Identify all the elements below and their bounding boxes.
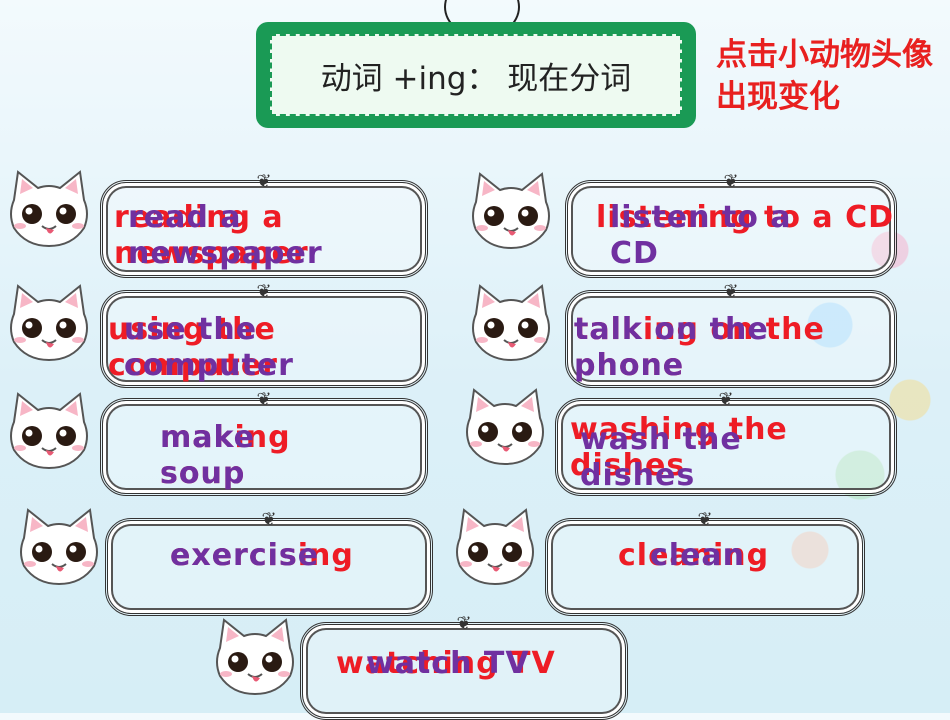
word-frame-7 — [105, 518, 433, 616]
ing-word-9: watching TV — [336, 646, 556, 681]
base-word-2: listen to a CD — [610, 200, 792, 271]
base-word-4: talk on the phone — [574, 312, 769, 383]
page-title: 动词 +ing： 现在分词 — [270, 34, 682, 116]
word-frame-6 — [555, 398, 897, 496]
cat-face-icon[interactable] — [462, 388, 548, 468]
word-frame-5 — [100, 398, 428, 496]
cat-face-icon[interactable] — [6, 284, 92, 364]
ing-word-3: using the computer — [108, 312, 278, 383]
title-box: 动词 +ing： 现在分词 — [256, 22, 696, 128]
word-frame-4 — [565, 290, 897, 388]
word-frame-1 — [100, 180, 428, 278]
cat-face-icon[interactable] — [212, 618, 298, 698]
ing-word-5: making soup — [160, 420, 291, 491]
base-word-8: clean — [650, 538, 746, 573]
cat-face-icon[interactable] — [6, 392, 92, 472]
ing-word-8: cleaning — [618, 538, 770, 573]
cat-face-icon[interactable] — [6, 170, 92, 250]
cat-face-icon[interactable] — [468, 284, 554, 364]
base-word-1: read a newspaper — [128, 200, 323, 271]
base-word-9: watch TV — [366, 646, 530, 681]
instruction-note: 点击小动物头像出现变化 — [716, 37, 933, 115]
word-frame-3 — [100, 290, 428, 388]
base-word-6: wash the dishes — [580, 422, 742, 493]
ing-word-7: exercising — [170, 538, 354, 573]
word-frame-9 — [300, 622, 628, 720]
base-word-5: make soup — [160, 420, 255, 491]
base-word-7: exercise — [170, 538, 320, 573]
base-word-3: use the computer — [124, 312, 294, 383]
ing-word-4: talking on the phone — [574, 312, 825, 383]
word-frame-8 — [545, 518, 865, 616]
ing-word-6: washing the dishes — [570, 412, 788, 483]
cat-face-icon[interactable] — [452, 508, 538, 588]
cat-face-icon[interactable] — [468, 172, 554, 252]
word-frame-2 — [565, 180, 897, 278]
cat-face-icon[interactable] — [16, 508, 102, 588]
ing-word-2: listening to a CD — [596, 200, 895, 235]
ing-word-1: reading a newspaper — [114, 200, 309, 271]
